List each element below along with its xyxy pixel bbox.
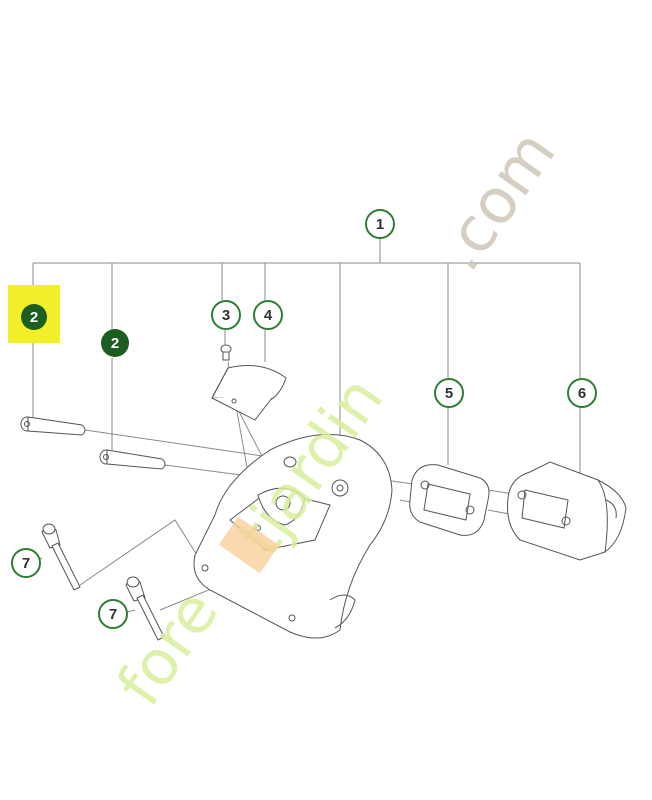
- part-bolt-7a: [41, 523, 81, 591]
- callouts: 1 2 2 3 4 5 6: [8, 209, 597, 629]
- callout-2-highlighted[interactable]: 2: [8, 285, 60, 343]
- callout-7-left-label: 7: [22, 555, 30, 572]
- callout-1-label: 1: [376, 216, 384, 233]
- callout-6[interactable]: 6: [567, 378, 597, 408]
- callout-3[interactable]: 3: [211, 300, 241, 330]
- callout-7-right[interactable]: 7: [98, 599, 128, 629]
- part-long-bolt-top: [20, 416, 86, 436]
- part-long-bolt-second: [99, 449, 166, 470]
- part-bolt-7b: [125, 576, 165, 641]
- watermark-orange-t: [218, 516, 280, 574]
- part-flange-6: [507, 461, 627, 561]
- callout-5-label: 5: [445, 385, 453, 402]
- callout-2[interactable]: 2: [101, 329, 129, 357]
- part-screw-3: [220, 344, 232, 361]
- watermark-part1: fore: [102, 577, 232, 719]
- callout-7-left[interactable]: 7: [11, 548, 41, 578]
- part-heat-shield-4: [211, 365, 287, 421]
- callout-7-right-label: 7: [109, 606, 117, 623]
- callout-2-label: 2: [111, 335, 119, 352]
- callout-4-label: 4: [264, 307, 273, 324]
- watermark-part3: .com: [422, 117, 569, 283]
- callout-4[interactable]: 4: [253, 300, 283, 330]
- callout-5[interactable]: 5: [434, 378, 464, 408]
- callout-2-highlight-label: 2: [30, 309, 38, 326]
- callout-1[interactable]: 1: [365, 209, 395, 239]
- callout-6-label: 6: [578, 385, 586, 402]
- part-gasket-5: [409, 464, 490, 536]
- callout-3-label: 3: [222, 307, 230, 324]
